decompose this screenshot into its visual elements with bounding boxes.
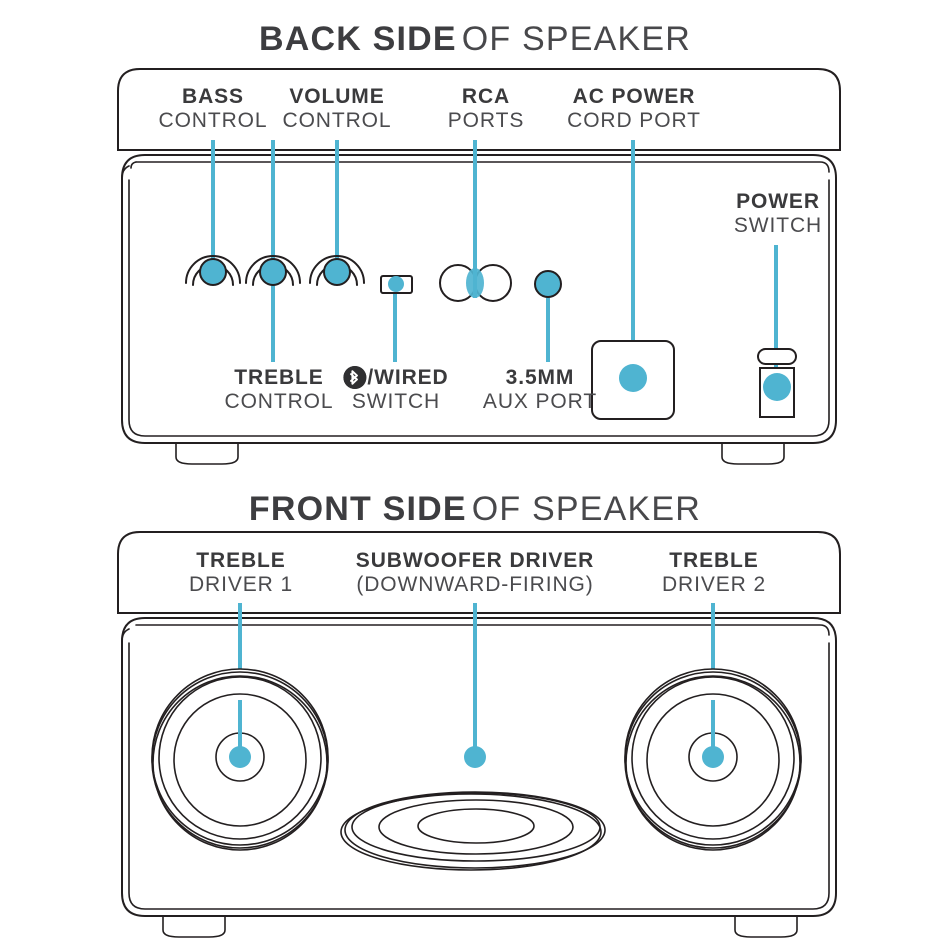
callout-bluetooth-wired-switch-line2: SWITCH (351, 389, 441, 413)
callout-power-switch-line2: SWITCH (733, 213, 823, 237)
back-speaker-foot-left (175, 442, 239, 465)
callout-subwoofer-driver: SUBWOOFER DRIVER (DOWNWARD-FIRING) (356, 549, 594, 596)
front-speaker-top-panel (117, 531, 841, 614)
back-speaker-foot-right (721, 442, 785, 465)
aux-port[interactable] (534, 270, 562, 298)
back-speaker-bevel-left (130, 161, 137, 169)
subwoofer-driver[interactable] (340, 746, 606, 871)
callout-treble-control-line1: TREBLE (234, 366, 324, 389)
callout-aux-port-line1: 3.5MM (505, 366, 575, 389)
ac-power-cord-port[interactable] (591, 340, 675, 420)
back-speaker-left-edge-inner (121, 165, 130, 179)
callout-treble-driver-2-line1: TREBLE (669, 549, 759, 572)
callout-aux-port: 3.5MM AUX PORT (483, 366, 597, 413)
callout-subwoofer-driver-line2: (DOWNWARD-FIRING) (356, 572, 594, 596)
callout-rca-ports-line1: RCA (461, 85, 511, 108)
callout-volume-control: VOLUME CONTROL (283, 85, 392, 132)
callout-bass-control: BASS CONTROL (159, 85, 268, 132)
back-side-title: BACK SIDE OF SPEAKER (0, 20, 950, 59)
callout-treble-driver-1: TREBLE DRIVER 1 (189, 549, 293, 596)
callout-treble-driver-2-line2: DRIVER 2 (661, 572, 767, 596)
callout-power-switch: POWER SWITCH (734, 190, 822, 237)
back-speaker-top-seam (135, 161, 830, 173)
knob-treble-control[interactable] (245, 255, 301, 286)
knob-bass-control[interactable] (185, 255, 241, 286)
back-side-title-light: OF SPEAKER (461, 20, 692, 58)
callout-bluetooth-wired-switch: /WIRED SWITCH (343, 366, 448, 413)
power-switch[interactable] (757, 348, 797, 418)
callout-ac-power-cord-port: AC POWER CORD PORT (567, 85, 701, 132)
callout-volume-control-line2: CONTROL (282, 108, 392, 132)
rca-ports[interactable] (439, 264, 512, 302)
front-speaker-top-seam (135, 624, 830, 636)
front-side-title: FRONT SIDE OF SPEAKER (0, 490, 950, 529)
callout-subwoofer-driver-line1: SUBWOOFER DRIVER (355, 549, 595, 572)
knob-volume-control[interactable] (309, 255, 365, 286)
treble-driver-1[interactable] (151, 668, 329, 851)
callout-treble-control-line2: CONTROL (224, 389, 334, 413)
bluetooth-wired-switch[interactable] (380, 275, 413, 294)
callout-volume-control-line1: VOLUME (289, 85, 385, 108)
callout-ac-power-cord-port-line2: CORD PORT (567, 108, 701, 132)
callout-treble-driver-1-line1: TREBLE (196, 549, 286, 572)
back-side-title-bold: BACK SIDE (258, 20, 457, 58)
callout-rca-ports-line2: PORTS (447, 108, 525, 132)
callout-bluetooth-wired-switch-text: /WIRED (367, 366, 449, 389)
callout-power-switch-line1: POWER (736, 190, 820, 213)
front-speaker-left-edge-inner (121, 628, 130, 642)
front-side-title-light: OF SPEAKER (471, 490, 702, 528)
callout-treble-driver-1-line2: DRIVER 1 (188, 572, 294, 596)
callout-bluetooth-wired-switch-line1: /WIRED (343, 366, 448, 390)
callout-treble-driver-2: TREBLE DRIVER 2 (662, 549, 766, 596)
callout-bass-control-line2: CONTROL (158, 108, 268, 132)
front-speaker-bevel-inner (128, 642, 830, 910)
callout-bass-control-line1: BASS (182, 85, 244, 108)
callout-aux-port-line2: AUX PORT (482, 389, 598, 413)
callout-ac-power-cord-port-line1: AC POWER (572, 85, 696, 108)
treble-driver-2[interactable] (624, 668, 802, 851)
callout-treble-control: TREBLE CONTROL (225, 366, 334, 413)
bluetooth-icon (343, 366, 367, 390)
back-speaker-top-panel (117, 68, 841, 151)
front-speaker-foot-right (734, 915, 798, 938)
callout-rca-ports: RCA PORTS (448, 85, 524, 132)
front-side-title-bold: FRONT SIDE (248, 490, 467, 528)
back-speaker-bevel-inner (128, 179, 830, 437)
front-speaker-foot-left (162, 915, 226, 938)
